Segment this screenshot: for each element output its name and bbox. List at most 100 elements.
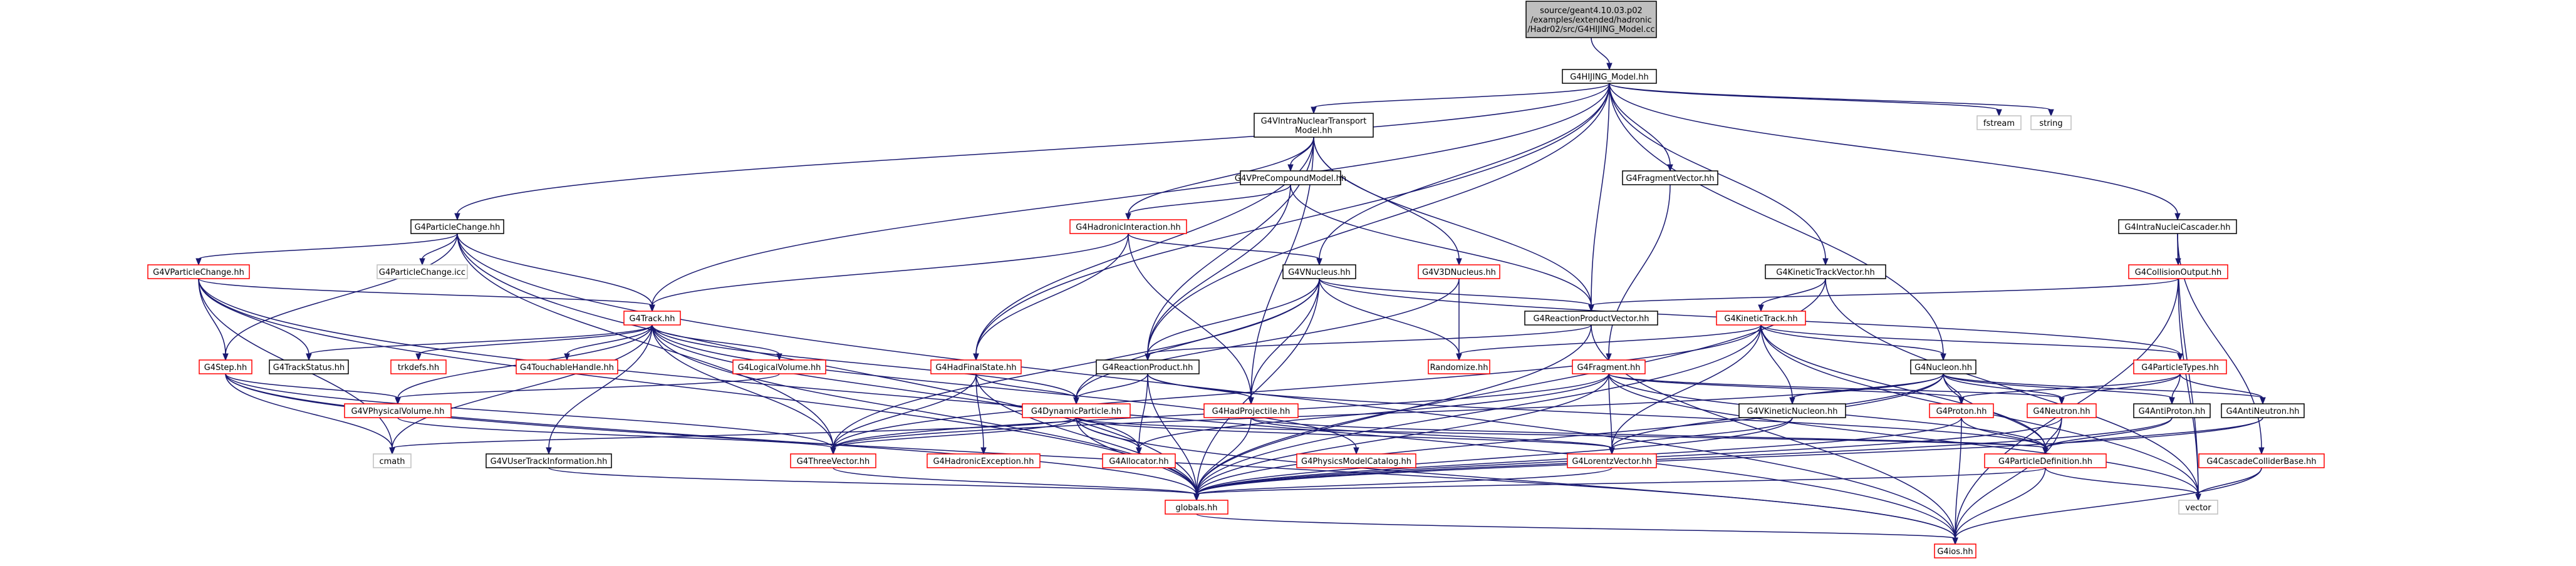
node-label: Model.hh: [1295, 126, 1332, 136]
node-vusertrackinfo[interactable]: G4VUserTrackInformation.hh: [486, 453, 612, 468]
node-label: /Hadr02/src/G4HIJING_Model.cc: [1527, 25, 1654, 34]
edge-kinetictrack-to-randomize: [1456, 324, 1762, 361]
node-physicsmodelcatalog[interactable]: G4PhysicsModelCatalog.hh: [1296, 453, 1416, 468]
node-particlechange[interactable]: G4ParticleChange.hh: [410, 219, 504, 234]
node-allocator[interactable]: G4Allocator.hh: [1102, 453, 1176, 468]
node-box: [1716, 311, 1806, 326]
node-v3dnucleus[interactable]: G4V3DNucleus.hh: [1418, 264, 1500, 279]
node-box: [486, 453, 612, 468]
node-dynamicparticle[interactable]: G4DynamicParticle.hh: [1022, 403, 1131, 418]
node-box: [2128, 264, 2228, 279]
node-threevector[interactable]: G4ThreeVector.hh: [790, 453, 876, 468]
node-reactionproduct[interactable]: G4ReactionProduct.hh: [1096, 359, 1200, 374]
node-fragment[interactable]: G4Fragment.hh: [1572, 359, 1646, 374]
edge-track-to-trackstatus: [306, 324, 653, 361]
node-fragvector[interactable]: G4FragmentVector.hh: [1622, 170, 1718, 185]
node-reactionproductvector[interactable]: G4ReactionProductVector.hh: [1524, 311, 1658, 326]
node-box: [1102, 453, 1176, 468]
node-label: G4Neutron.hh: [2033, 407, 2090, 416]
edge-kinetictrack-to-particledefinition: [1760, 324, 2049, 455]
node-label: G4HadProjectile.hh: [1212, 407, 1291, 416]
node-hadexception[interactable]: G4HadronicException.hh: [927, 453, 1041, 468]
node-trkdefs[interactable]: trkdefs.hh: [390, 359, 447, 374]
node-box: [1622, 170, 1718, 185]
node-nucleon[interactable]: G4Nucleon.hh: [1910, 359, 1976, 374]
node-box: [1296, 453, 1416, 468]
node-randomize[interactable]: Randomize.hh: [1428, 359, 1490, 374]
node-logicalvolume[interactable]: G4LogicalVolume.hh: [732, 359, 826, 374]
node-box: [1165, 500, 1228, 515]
edge-vparticlechange-to-globals: [198, 278, 1200, 502]
node-label: G4HadronicInteraction.hh: [1076, 223, 1181, 232]
node-trackstatus[interactable]: G4TrackStatus.hh: [269, 359, 349, 374]
node-collisionoutput[interactable]: G4CollisionOutput.hh: [2128, 264, 2228, 279]
node-proton[interactable]: G4Proton.hh: [1929, 403, 1994, 418]
node-touchablehandle[interactable]: G4TouchableHandle.hh: [516, 359, 618, 374]
node-box: [516, 359, 618, 374]
node-g4ios[interactable]: G4ios.hh: [1934, 543, 1976, 558]
node-vkineticnucleon[interactable]: G4VKineticNucleon.hh: [1738, 403, 1846, 418]
node-lorentzvector[interactable]: G4LorentzVector.hh: [1567, 453, 1657, 468]
node-particletypes[interactable]: G4ParticleTypes.hh: [2133, 359, 2227, 374]
node-label: G4VUserTrackInformation.hh: [491, 457, 608, 466]
node-intranuclcasc[interactable]: G4IntraNucleiCascader.hh: [2118, 219, 2237, 234]
node-vnucleus[interactable]: G4VNucleus.hh: [1282, 264, 1356, 279]
node-box: [1929, 403, 1994, 418]
node-vprecomp[interactable]: G4VPreCompoundModel.hh: [1235, 170, 1346, 185]
node-particlechangeicc[interactable]: G4ParticleChange.icc: [377, 264, 468, 279]
node-box: [1765, 264, 1886, 279]
edge-collisionoutput-to-reactionproductvector: [1588, 278, 2179, 312]
node-hadint[interactable]: G4HadronicInteraction.hh: [1069, 219, 1187, 234]
edge-hadint-to-vnucleus: [1128, 233, 1322, 266]
node-box: [373, 453, 412, 468]
node-box: [410, 219, 504, 234]
node-label: G4HIJING_Model.hh: [1570, 73, 1649, 82]
edge-track-to-physicsmodelcatalog: [652, 324, 1359, 455]
edge-vphysicalvolume-to-threevector: [397, 417, 836, 455]
node-neutron[interactable]: G4Neutron.hh: [2027, 403, 2097, 418]
node-cmath[interactable]: cmath: [373, 453, 412, 468]
node-box: [2030, 115, 2072, 130]
node-box: [1022, 403, 1131, 418]
edge-globals-to-g4ios: [1196, 513, 1958, 545]
edge-collisionoutput-to-vector: [2178, 278, 2201, 502]
node-kinetictrackvector[interactable]: G4KineticTrackVector.hh: [1765, 264, 1886, 279]
node-particledefinition[interactable]: G4ParticleDefinition.hh: [1984, 453, 2107, 468]
edge-reactionproductvector-to-reactionproduct: [1145, 324, 1592, 361]
node-label: globals.hh: [1175, 503, 1217, 513]
node-hijing[interactable]: G4HIJING_Model.hh: [1562, 69, 1657, 84]
node-box: [147, 264, 250, 279]
node-antineutron[interactable]: G4AntiNeutron.hh: [2221, 403, 2305, 418]
nodes-layer: source/geant4.10.03.p02/examples/extende…: [147, 1, 2325, 558]
node-label: G4LogicalVolume.hh: [738, 363, 821, 373]
edge-particlechange-to-track: [457, 233, 655, 312]
node-vector[interactable]: vector: [2178, 500, 2218, 515]
edge-hijing-to-fstream: [1609, 83, 2002, 117]
node-globals[interactable]: globals.hh: [1165, 500, 1228, 515]
node-vphysicalvolume[interactable]: G4VPhysicalVolume.hh: [344, 403, 452, 418]
node-kinetictrack[interactable]: G4KineticTrack.hh: [1716, 311, 1806, 326]
node-cascadecolliderbase[interactable]: G4CascadeColliderBase.hh: [2198, 453, 2325, 468]
node-label: G4ParticleDefinition.hh: [1998, 457, 2092, 466]
node-string[interactable]: string: [2030, 115, 2072, 130]
edge-track-to-allocator: [652, 324, 1142, 455]
edge-proton-to-g4ios: [1952, 417, 1962, 545]
edge-particlechange-to-particlechangeicc: [419, 233, 458, 266]
node-box: [199, 359, 252, 374]
node-hadprojectile[interactable]: G4HadProjectile.hh: [1203, 403, 1299, 418]
edge-vnucleus-to-randomize: [1319, 278, 1462, 361]
edge-antineutron-to-particledefinition: [2042, 417, 2263, 455]
node-fstream[interactable]: fstream: [1976, 115, 2022, 130]
node-vparticlechange[interactable]: G4VParticleChange.hh: [147, 264, 250, 279]
node-label: G4VKineticNucleon.hh: [1747, 407, 1838, 416]
node-label: G4VNucleus.hh: [1288, 268, 1351, 277]
edge-particletypes-to-proton: [1958, 373, 2181, 405]
node-track[interactable]: G4Track.hh: [623, 311, 681, 326]
node-label: source/geant4.10.03.p02: [1540, 6, 1643, 16]
node-box: [1096, 359, 1200, 374]
node-antiproton[interactable]: G4AntiProton.hh: [2133, 403, 2211, 418]
node-hadfinalstate[interactable]: G4HadFinalState.hh: [930, 359, 1022, 374]
node-step[interactable]: G4Step.hh: [199, 359, 252, 374]
node-label: G4VPreCompoundModel.hh: [1235, 174, 1346, 183]
